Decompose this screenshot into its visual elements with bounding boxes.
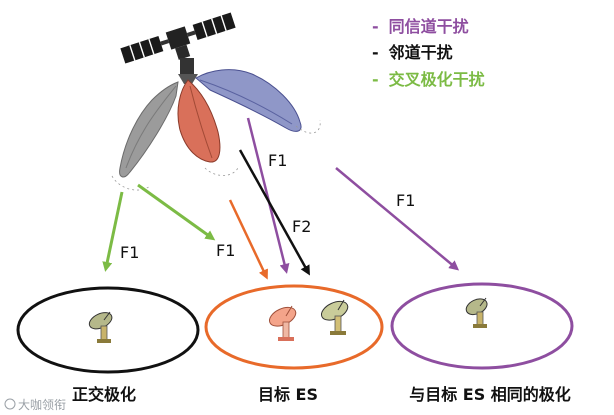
legend-item-cochannel: -同信道干扰 (372, 17, 469, 36)
earth-station-dish-icon (268, 305, 297, 341)
arrow-purple-long (335, 167, 460, 271)
watermark-text: 大咖领衔 (18, 397, 66, 412)
region-ellipse-right (390, 282, 574, 370)
satellite-icon (120, 12, 236, 64)
legend: -同信道干扰 -邻道干扰 -交叉极化干扰 (372, 17, 485, 89)
legend-item-adjacent: -邻道干扰 (372, 43, 453, 62)
legend-dash: - (372, 17, 379, 36)
legend-dash: - (372, 70, 379, 89)
watermark: 大咖领衔 (4, 397, 66, 412)
arrow-purple-short (246, 117, 290, 274)
caption-same-pol: 与目标 ES 相同的极化 (409, 385, 571, 404)
label-f1-orange: F1 (216, 241, 235, 260)
legend-text: 同信道干扰 (389, 17, 469, 36)
spot-beam-red (177, 79, 221, 163)
legend-item-crosspol: -交叉极化干扰 (372, 70, 485, 89)
earth-station-dish-icon (320, 299, 349, 335)
label-f2-black: F2 (292, 217, 311, 236)
arrow-green-right (137, 183, 216, 241)
spot-beam-blue (195, 69, 302, 132)
legend-dash: - (372, 43, 379, 62)
legend-text: 邻道干扰 (389, 43, 453, 62)
satellite-feed-icon (178, 58, 198, 84)
earth-station-dish-icon (88, 311, 113, 343)
label-f1-green: F1 (120, 243, 139, 262)
spot-beam-gray (119, 81, 179, 178)
earth-station-dish-icon (465, 297, 488, 328)
region-ellipse-left (16, 286, 200, 374)
legend-text: 交叉极化干扰 (389, 70, 485, 89)
label-f1-purple-long: F1 (396, 191, 415, 210)
arrow-orange (228, 199, 268, 280)
label-f1-purple-short: F1 (268, 151, 287, 170)
caption-target-es: 目标 ES (258, 385, 318, 404)
beam-outline-dashes (111, 119, 321, 191)
region-ellipse-center (204, 284, 384, 370)
arrow-green-left (102, 191, 124, 272)
caption-orthogonal-pol: 正交极化 (72, 385, 136, 404)
arrow-black (238, 149, 310, 276)
